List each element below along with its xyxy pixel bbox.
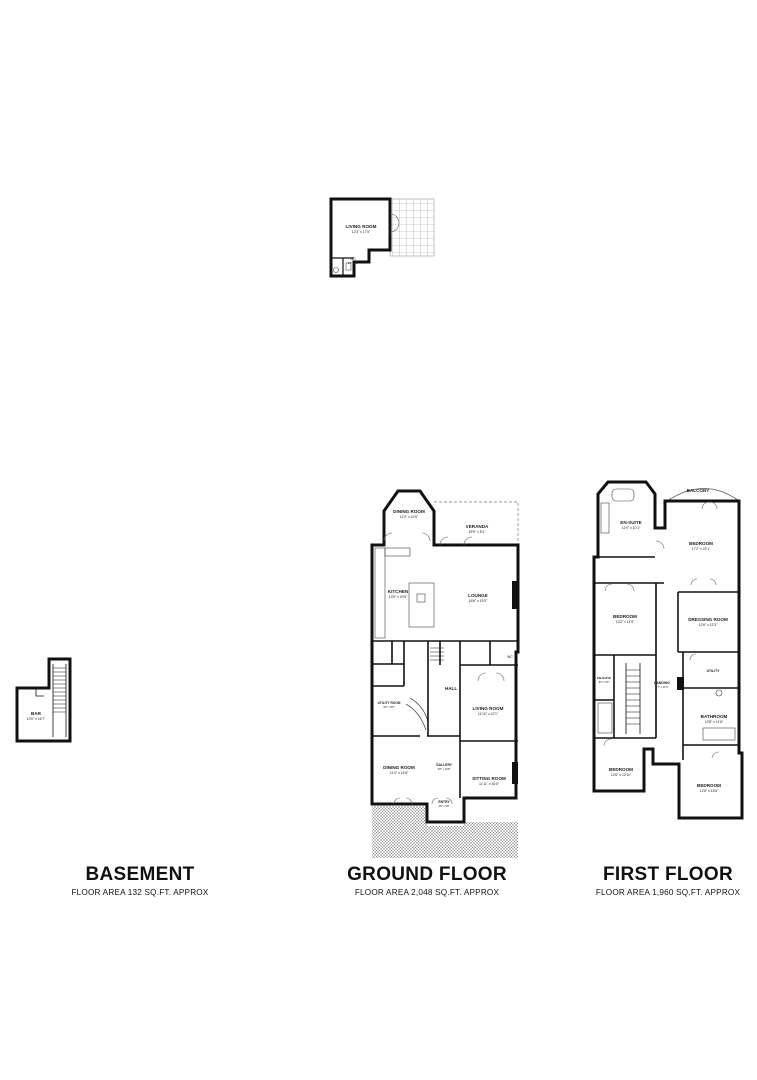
room-dims: 4'8" x 5'8" [438, 804, 449, 808]
room-dims: 11'9" x 10'1" [622, 526, 641, 530]
first-floor-plan: BALCONY EN-SUITE 11'9" x 10'1" BEDROOM 1… [592, 480, 744, 820]
room-dims: 13'9" x 20'5" [389, 595, 408, 599]
room-name: BALCONY [687, 488, 710, 493]
room-name: DINING ROOM [383, 765, 415, 770]
front-garden-hatch [464, 822, 518, 858]
room-name: EN-SUITE [620, 520, 641, 525]
room-name: LIVING ROOM [473, 706, 504, 711]
room-name: BEDROOM [689, 541, 713, 546]
room-dims: 16'6" x 19'3" [469, 599, 488, 603]
room-name: KITCHEN [388, 589, 409, 594]
room-dims: 10'0" x 16'7" [27, 717, 46, 721]
room-name: DRESSING ROOM [688, 617, 728, 622]
front-garden-hatch [372, 806, 427, 858]
room-dims: 12'6" x 15'6" [700, 789, 719, 793]
basement-plan: BAR 10'0" x 16'7" [15, 657, 72, 743]
room-name: SITTING ROOM [472, 776, 506, 781]
ground-floor-plan: DINING ROOM 11'0" x 12'6" VERANDA 15'9" … [370, 489, 520, 858]
room-name: WC [507, 655, 513, 659]
room-dims: 15'9" x 8'1" [469, 530, 487, 534]
room-name: BEDROOM [697, 783, 721, 788]
room-dims: 17'2" x 22'1" [692, 547, 711, 551]
room-dims: 9'6" x 8'6" [383, 705, 394, 709]
upper-level-plan: LIVING ROOM 12'3" x 17'5" WC 5'6" x 5'8" [329, 197, 435, 278]
room-name: UTILITY [707, 669, 721, 673]
room-dims: 13'2" x 11'9" [616, 620, 635, 624]
room-dims: 5'6" x 5'8" [348, 262, 359, 265]
room-dims: 12'6" x 12'11" [611, 773, 632, 777]
basement-area: FLOOR AREA 132 SQ.FT. APPROX [71, 888, 209, 897]
room-dims: 11'0" x 12'6" [400, 515, 419, 519]
room-dims: 4'8" x 13'8" [438, 767, 451, 771]
first-interior-walls [594, 556, 739, 760]
ground-interior-walls [372, 640, 518, 798]
first-floor-title: FIRST FLOOR [603, 864, 733, 885]
ground-floor-title: GROUND FLOOR [347, 864, 507, 885]
room-name: UTILITY ROOM [378, 701, 401, 705]
basement-title: BASEMENT [85, 864, 195, 885]
room-name: LOUNGE [468, 593, 488, 598]
room-name: GALLERY [436, 763, 453, 767]
basement-walls [15, 657, 72, 743]
room-name: HALL [445, 686, 457, 691]
room-name: BAR [31, 711, 42, 716]
room-dims: 8'6" x 5'9" [599, 681, 610, 684]
room-dims: 12'3" x 17'5" [352, 230, 371, 234]
first-outer-walls [592, 480, 744, 820]
room-dims: 11'4" x 14'8" [390, 771, 409, 775]
room-name: WC [350, 257, 356, 261]
room-name: LIVING ROOM [346, 224, 377, 229]
room-dims: 12'8" x 11'6" [705, 720, 724, 724]
upper-walls [329, 197, 392, 278]
balcony-outline [666, 488, 740, 502]
front-step-hatch [427, 826, 464, 858]
room-dims: 11'10" x 12'1" [478, 712, 499, 716]
room-name: BATHROOM [701, 714, 728, 719]
first-floor-area: FLOOR AREA 1,960 SQ.FT. APPROX [595, 888, 741, 897]
ground-floor-area: FLOOR AREA 2,048 SQ.FT. APPROX [354, 888, 500, 897]
room-name: LANDING [654, 681, 670, 685]
terrace-grid [389, 198, 435, 257]
ground-outer-walls [370, 489, 520, 824]
room-dims: 11'11" x 16'0" [479, 782, 500, 786]
room-name: DINING ROOM [393, 509, 425, 514]
room-dims: 12'6" x 12'3" [699, 623, 718, 627]
room-name: EN-SUITE [597, 676, 611, 680]
room-name: VERANDA [466, 524, 489, 529]
room-name: BEDROOM [613, 614, 637, 619]
room-name: BEDROOM [609, 767, 633, 772]
room-dims: 8'7" x 21'0" [656, 685, 669, 689]
room-name: ENTRY [438, 800, 450, 804]
